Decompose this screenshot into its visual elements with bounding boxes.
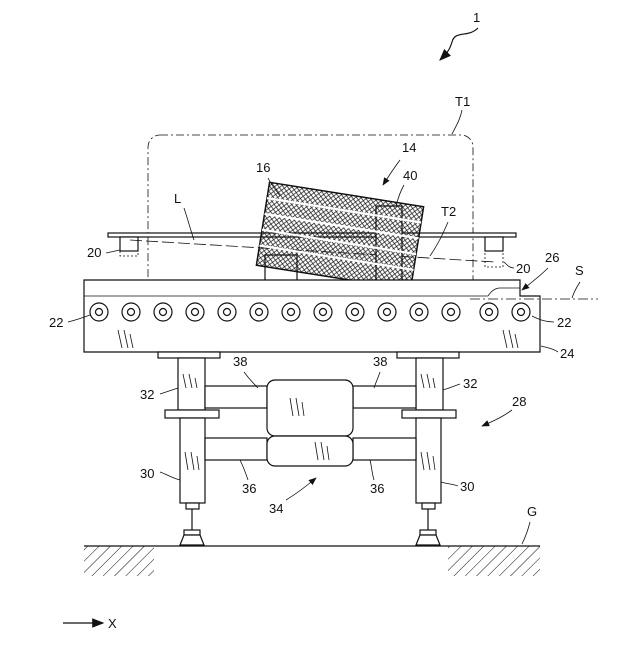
leader-32-left [160, 388, 178, 394]
label-t2: T2 [441, 204, 456, 219]
leader-20-left [106, 250, 120, 253]
leader-32-right [443, 384, 460, 390]
rod-36-left [205, 438, 267, 460]
leader-36-right [370, 460, 374, 480]
label-28: 28 [512, 394, 526, 409]
foot-left-nut [186, 503, 199, 509]
leader-36-left [240, 460, 248, 480]
leader-28 [482, 410, 512, 426]
label-30-right: 30 [460, 479, 474, 494]
foot-left-collar [184, 530, 200, 535]
actuator-lower-block [267, 436, 353, 466]
foot-20-left [120, 237, 138, 256]
foot-20-left-hidden [120, 251, 138, 256]
leader-14 [383, 160, 400, 185]
label-40: 40 [403, 168, 417, 183]
ground-hatch-right [448, 546, 540, 576]
foot-right-base [416, 535, 440, 545]
label-20-left: 20 [87, 245, 101, 260]
leg-32-left [178, 358, 205, 410]
actuator-34 [267, 380, 353, 466]
ground-g: G [84, 504, 540, 576]
figure-number: 1 [473, 10, 480, 25]
label-22-left: 22 [49, 315, 63, 330]
leader-t1 [452, 110, 462, 134]
foot-20-right [485, 237, 503, 267]
label-22-right: 22 [557, 315, 571, 330]
label-32-left: 32 [140, 387, 154, 402]
label-34: 34 [269, 501, 283, 516]
leveling-foot-left [180, 503, 204, 545]
foot-right-nut [422, 503, 435, 509]
figure-leader [440, 28, 478, 60]
leg-30-left [180, 418, 205, 503]
foot-right-collar [420, 530, 436, 535]
leg-32-right [416, 358, 443, 410]
label-20-right: 20 [516, 261, 530, 276]
foot-20-left-body [120, 237, 138, 251]
label-36-right: 36 [370, 481, 384, 496]
label-38-left: 38 [233, 354, 247, 369]
label-x: X [108, 616, 117, 631]
foot-20-right-body [485, 237, 503, 251]
label-g: G [527, 504, 537, 519]
rod-38-left [205, 386, 267, 408]
rod-38-right [353, 386, 416, 408]
leader-24 [541, 346, 558, 352]
label-14: 14 [402, 140, 416, 155]
stand-top-plate-right [397, 352, 459, 358]
foot-20-right-hidden [485, 251, 503, 267]
leader-30-left [160, 472, 180, 480]
stand-top-plate-left [158, 352, 220, 358]
leader-s [572, 282, 580, 298]
leader-t2 [430, 222, 448, 256]
leader-30-right [441, 482, 458, 486]
stand-mid-plate-right [402, 410, 456, 418]
label-32-right: 32 [463, 376, 477, 391]
label-16: 16 [256, 160, 270, 175]
label-30-left: 30 [140, 466, 154, 481]
label-26: 26 [545, 250, 559, 265]
leader-g [522, 522, 530, 544]
stand-mid-plate-left [165, 410, 219, 418]
rod-36-right [353, 438, 416, 460]
label-s: S [575, 263, 584, 278]
label-t1: T1 [455, 94, 470, 109]
ground-hatch-left [84, 546, 154, 576]
conveyor-frame-outline [84, 280, 540, 352]
foot-left-base [180, 535, 204, 545]
label-24: 24 [560, 346, 574, 361]
label-38-right: 38 [373, 354, 387, 369]
conveyor-frame-24 [84, 280, 540, 352]
leader-20-right [504, 262, 514, 268]
figure-reference: 1 [440, 10, 480, 60]
leg-30-right [416, 418, 441, 503]
leveling-foot-right [416, 503, 440, 545]
x-direction: X [63, 616, 117, 631]
actuator-upper-block [267, 380, 353, 436]
leader-34 [286, 478, 316, 500]
label-l: L [174, 191, 181, 206]
label-36-left: 36 [242, 481, 256, 496]
